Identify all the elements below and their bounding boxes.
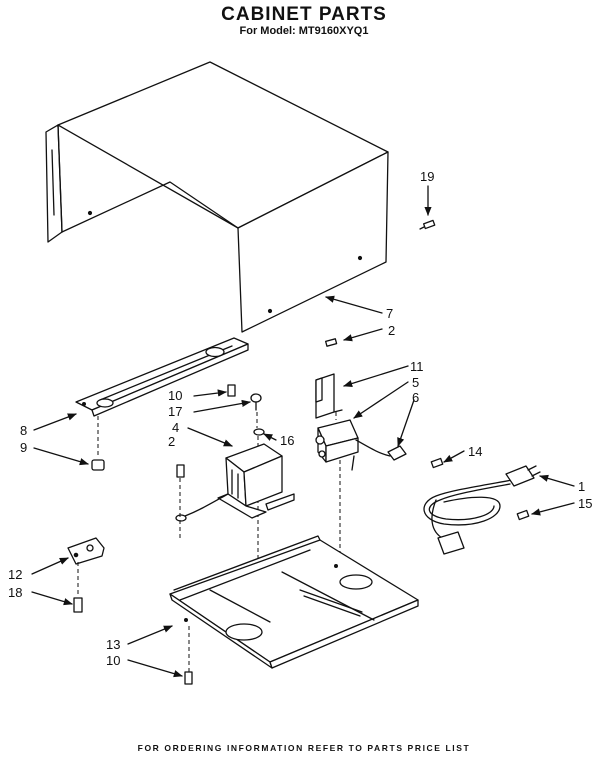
callout-4: 4 — [172, 420, 179, 435]
capacitor-part — [315, 419, 391, 463]
callout-10-lower: 10 — [106, 653, 120, 668]
washer-16-part — [253, 428, 265, 436]
latch-bracket-part — [67, 537, 105, 565]
bracket-rail-part — [75, 337, 249, 417]
callout-2-upper: 2 — [388, 323, 395, 338]
screw-2-lower-part — [176, 464, 185, 478]
callout-16: 16 — [280, 433, 294, 448]
callout-13: 13 — [106, 637, 120, 652]
ordering-info-footer: FOR ORDERING INFORMATION REFER TO PARTS … — [137, 743, 471, 753]
screw-15-part — [516, 509, 530, 521]
screw-10-upper-part — [227, 384, 236, 397]
callout-7: 7 — [386, 306, 393, 321]
callout-12: 12 — [8, 567, 22, 582]
callout-2-lower: 2 — [168, 434, 175, 449]
transformer-part — [175, 443, 295, 522]
diode-part — [351, 445, 407, 471]
screw-2-upper-part — [325, 338, 338, 347]
callout-15: 15 — [578, 496, 592, 511]
callout-8: 8 — [20, 423, 27, 438]
callout-19: 19 — [420, 169, 434, 184]
power-cord-part — [423, 465, 541, 555]
callout-18: 18 — [8, 585, 22, 600]
screw-17-part — [250, 393, 262, 411]
callout-1: 1 — [578, 479, 585, 494]
foot-9-part — [91, 459, 105, 471]
callout-6: 6 — [412, 390, 419, 405]
screw-10-lower-part — [184, 671, 193, 685]
capacitor-bracket-part — [315, 373, 343, 419]
cabinet-wrapper-part — [45, 61, 389, 333]
screw-14-part — [430, 457, 444, 469]
model-subtitle: For Model: MT9160XYQ1 — [239, 25, 369, 37]
callout-11: 11 — [410, 359, 424, 374]
base-plate-part — [169, 535, 419, 669]
callout-17: 17 — [168, 404, 182, 419]
leader-lines — [31, 185, 575, 678]
callout-14: 14 — [468, 444, 482, 459]
screw-19-part — [419, 219, 436, 230]
callout-10-upper: 10 — [168, 388, 182, 403]
screw-18-part — [73, 597, 83, 613]
callout-9: 9 — [20, 440, 27, 455]
callout-5: 5 — [412, 375, 419, 390]
page-title: CABINET PARTS — [221, 4, 387, 25]
